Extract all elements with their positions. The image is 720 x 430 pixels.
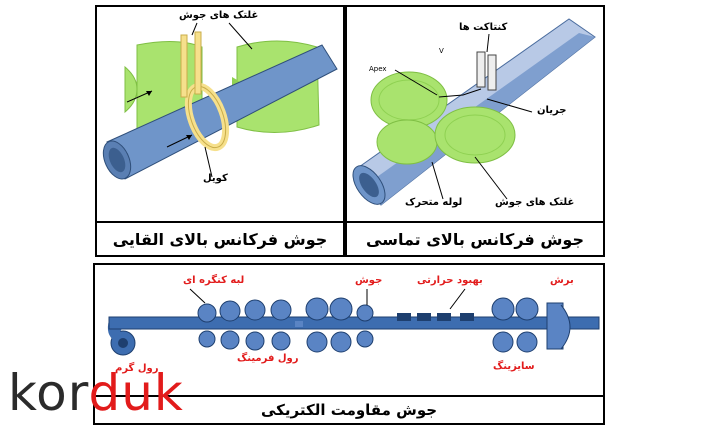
brand-accent: duk [88, 364, 183, 422]
caption-induction: جوش فرکانس بالای القایی [97, 221, 343, 255]
contact-illustration [347, 7, 603, 225]
leader-edge [190, 289, 205, 303]
coil-lead-1 [181, 35, 187, 97]
label-moving-pipe: لوله متحرک [405, 197, 462, 208]
label-v: V [439, 47, 444, 55]
leader-heat [450, 289, 465, 309]
label-weld-rolls: غلتک های جوش [179, 10, 258, 21]
leader-rolls [475, 157, 507, 199]
leader-rolls-2 [229, 23, 252, 49]
brand-prefix: kor [8, 364, 88, 422]
label-weld: جوش [355, 275, 382, 286]
label-weld-rolls-contact: غلتک های جوش [495, 197, 574, 208]
label-forming-roll: رول فرمینگ [237, 353, 299, 364]
label-cut: برش [550, 275, 574, 286]
label-contacts: کنتاکت ها [459, 22, 507, 33]
panel-contact-welding: کنتاکت ها V Apex جریان لوله متحرک غلتک ه… [345, 5, 605, 257]
weld-roll-left [377, 120, 437, 164]
label-apex: Apex [369, 65, 387, 73]
cutter [547, 303, 570, 349]
label-coil: کویل [203, 173, 228, 184]
weld-roll-back-hub [125, 67, 137, 112]
coil-lead-2 [195, 32, 201, 94]
leader-moving-pipe [432, 162, 443, 199]
label-sizing: سایزینگ [493, 361, 535, 372]
leader-contacts [487, 34, 489, 52]
contact-1 [477, 52, 485, 87]
label-edge-forming: لبه کنگره ای [183, 275, 244, 286]
brand-logo: korduk [8, 368, 184, 418]
caption-contact: جوش فرکانس بالای تماسی [347, 221, 603, 255]
label-current: جریان [537, 105, 566, 116]
panel-induction-welding: غلتک های جوش کویل جوش فرکانس بالای القای… [95, 5, 345, 257]
contact-2 [488, 55, 496, 90]
label-heat-treatment: بهبود حرارتی [417, 275, 483, 286]
induction-illustration [97, 7, 343, 225]
